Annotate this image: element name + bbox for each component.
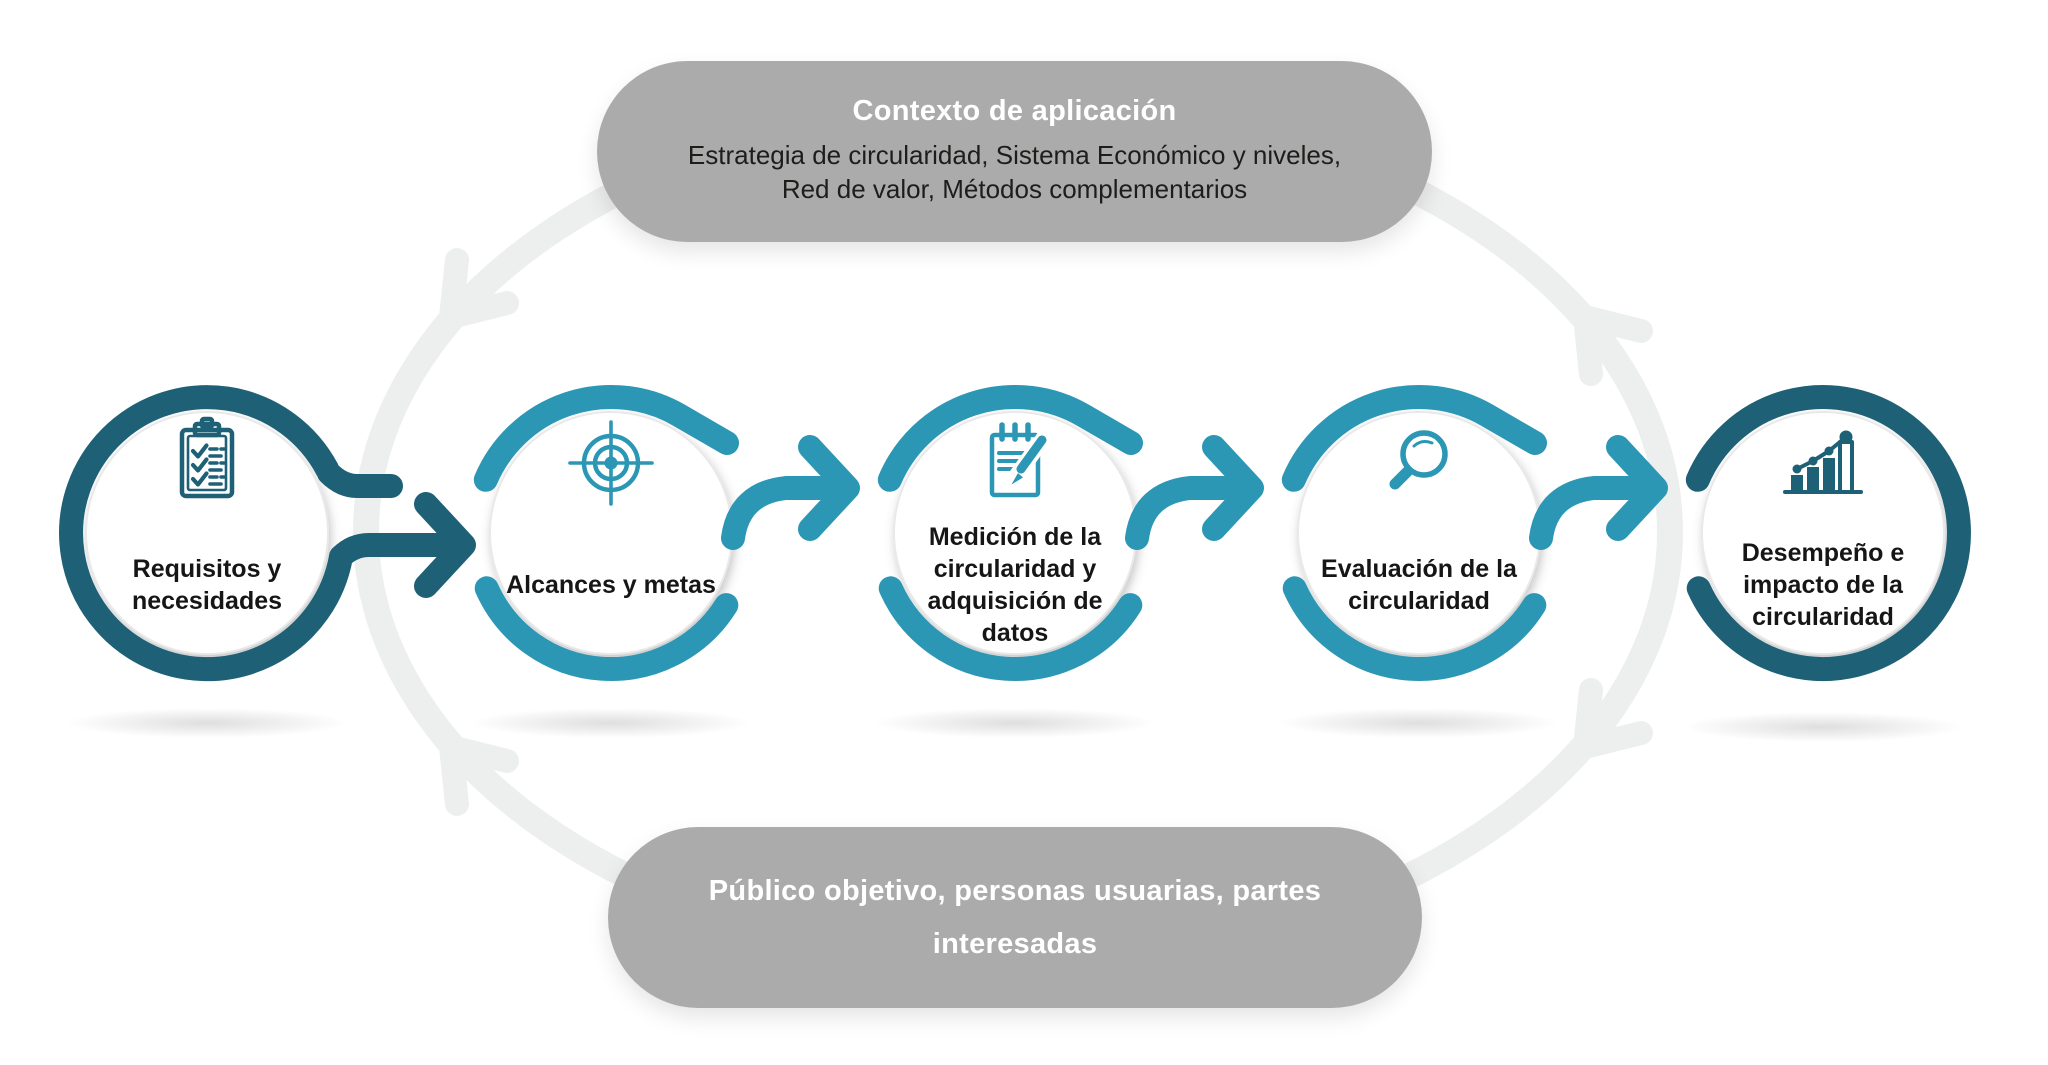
step-label-1: Requisitos y necesidades [131, 555, 283, 615]
ground-shadows [67, 708, 1963, 742]
notepad-pencil-icon [965, 413, 1065, 513]
magnifier-icon [1369, 413, 1469, 513]
loop-arrowhead-top-right [1573, 305, 1653, 386]
step-ring-5 [1685, 385, 1971, 681]
arrow-2-shaft [721, 476, 834, 550]
context-box-top: Contexto de aplicación Estrategia de cir… [597, 61, 1432, 242]
step-ring-1 [59, 385, 476, 682]
arrow-4-head [1606, 435, 1668, 541]
context-box-bottom: Público objetivo, personas usuarias, par… [608, 827, 1422, 1008]
step-label-2: Alcances y metas [506, 571, 716, 599]
arrow-2-head [798, 435, 860, 541]
loop-arrowhead-top-left [439, 248, 519, 329]
step-label-3: Medición de la circularidad y adquisició… [927, 523, 1103, 647]
context-box-bottom-text: Público objetivo, personas usuarias, par… [708, 874, 1322, 960]
context-box-line2: Red de valor, Métodos complementarios [781, 174, 1248, 204]
arrow-3-head [1202, 435, 1264, 541]
context-box-line1: Estrategia de circularidad, Sistema Econ… [687, 140, 1342, 170]
step-label-5: Desempeño e impacto de la circularidad [1741, 539, 1905, 631]
target-icon [561, 413, 661, 513]
loop-arrowhead-bottom-left [439, 735, 519, 816]
step-label-4: Evaluación de la circularidad [1321, 555, 1517, 615]
step-ring-3 [877, 385, 1264, 681]
arrow-1-shaft [329, 533, 449, 569]
step-ring-4 [1281, 385, 1668, 681]
arrow-1-head [414, 492, 476, 598]
arrow-3-shaft [1125, 476, 1238, 550]
arrow-4-shaft [1529, 476, 1642, 550]
step-ring-2 [473, 385, 860, 681]
growth-chart-icon [1773, 413, 1873, 513]
loop-arrowhead-bottom-right [1573, 678, 1653, 759]
step-discs [85, 411, 1945, 655]
context-box-title: Contexto de aplicación [852, 95, 1177, 127]
clipboard-checklist-icon [157, 413, 257, 513]
